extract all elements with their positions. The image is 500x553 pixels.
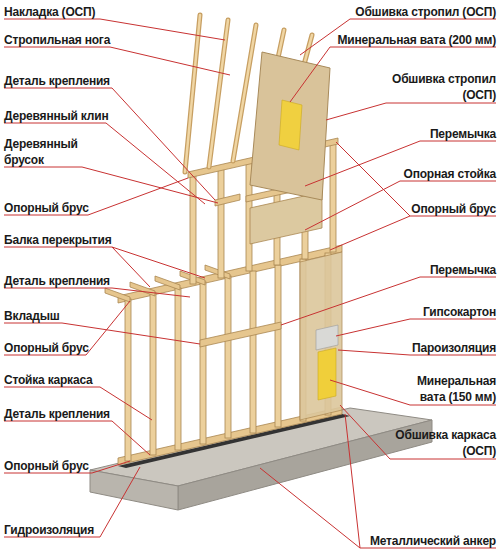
leader-line	[4, 421, 150, 455]
part-label: Опорный брус	[4, 458, 89, 474]
leader-line	[4, 167, 218, 203]
part-label: Обшивка каркаса (ОСП)	[378, 427, 496, 459]
osp-sheathing	[300, 252, 342, 420]
mineral-wool	[318, 348, 336, 400]
part-label: Перемычка	[430, 126, 496, 142]
foundation-front	[178, 420, 432, 510]
leader-line	[300, 19, 496, 55]
part-label: Гидроизоляция	[4, 522, 94, 538]
part-label: Обшивка стропил (ОСП)	[382, 71, 496, 103]
leader-line	[4, 47, 230, 75]
leader-line	[305, 181, 496, 230]
part-label: Вкладыш	[4, 308, 60, 324]
rafter	[185, 15, 200, 172]
part-label: Опорный брус	[4, 340, 89, 356]
part-label: Деталь крепления	[4, 73, 110, 89]
foundation-side	[90, 470, 178, 510]
leader-lines	[4, 19, 496, 548]
leader-line	[345, 414, 360, 548]
part-label: Стойка каркаса	[4, 372, 93, 388]
stud	[225, 276, 231, 438]
part-label: Деревянный брусок	[4, 136, 86, 168]
upper-panel	[250, 192, 322, 244]
stud	[190, 174, 196, 284]
part-label: Обшивка стропил (ОСП)	[355, 4, 496, 20]
part-label: Опорный брус	[411, 201, 496, 217]
stud	[275, 265, 281, 427]
stud	[175, 288, 181, 450]
leader-line	[4, 88, 215, 200]
leader-line	[4, 288, 190, 297]
rafter	[185, 15, 200, 172]
part-label: Перемычка	[430, 262, 496, 278]
leader-line	[326, 103, 496, 120]
joist	[205, 265, 230, 279]
stud	[218, 168, 224, 278]
stud	[330, 142, 336, 252]
part-label: Металлический анкер	[370, 533, 496, 549]
part-label: Пароизоляция	[412, 340, 496, 356]
part-label: Опорный брус	[4, 200, 89, 216]
stud	[200, 282, 206, 444]
part-label: Минеральная вата (150 мм)	[400, 373, 496, 405]
leader-line	[4, 323, 200, 344]
rafter	[209, 20, 228, 167]
part-label: Гипсокартон	[423, 304, 496, 320]
part-label: Деревянный клин	[4, 108, 108, 124]
part-label: Стропильная нога	[4, 32, 110, 48]
stud	[150, 293, 156, 455]
leader-line	[4, 178, 188, 215]
stud	[250, 271, 256, 433]
leader-line	[112, 247, 205, 278]
part-label: Деталь крепления	[4, 406, 110, 422]
part-label: Опорная стойка	[404, 166, 496, 182]
drywall	[316, 325, 338, 350]
leader-line	[305, 141, 496, 186]
leader-line	[340, 405, 496, 459]
roof-wool	[279, 100, 302, 150]
leader-line	[4, 467, 140, 537]
part-label: Минеральная вата (200 мм)	[338, 32, 496, 48]
leader-line	[290, 47, 496, 102]
lintel	[200, 322, 281, 347]
part-label: Накладка (ОСП)	[4, 4, 95, 20]
leader-line	[330, 216, 410, 250]
leader-line	[260, 468, 496, 548]
wooden-block	[215, 194, 240, 206]
part-label: Балка перекрытия	[4, 232, 112, 248]
leader-line	[336, 142, 496, 216]
rafter	[233, 25, 256, 161]
rafter	[209, 20, 228, 167]
leader-line	[4, 301, 130, 355]
joist	[155, 276, 180, 290]
joist	[130, 282, 155, 296]
part-label: Деталь крепления	[4, 273, 110, 289]
roof-osp	[250, 52, 330, 200]
rafter	[233, 25, 256, 161]
leader-line	[336, 319, 496, 336]
leader-line	[281, 277, 496, 325]
floor-joists	[105, 265, 230, 302]
